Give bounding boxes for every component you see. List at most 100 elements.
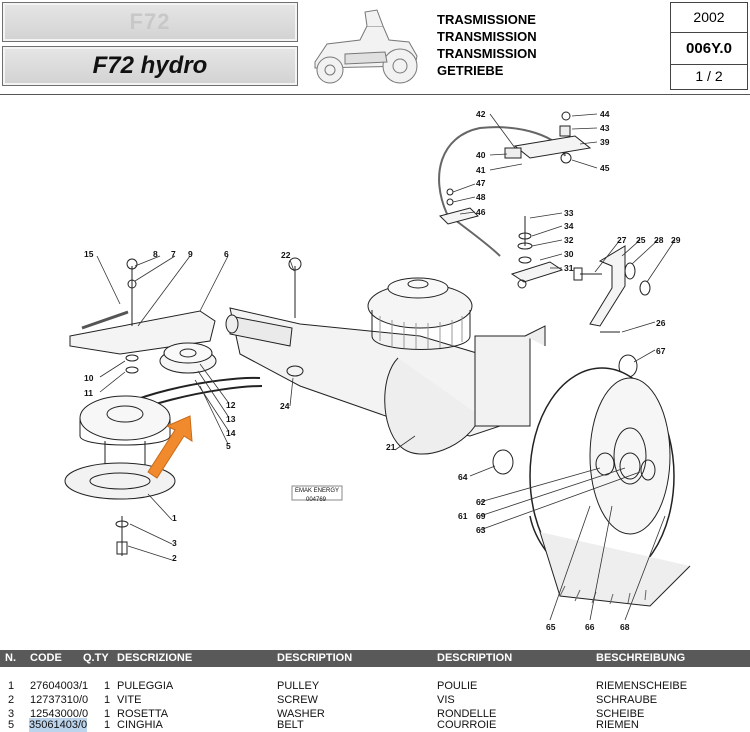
callout-5: 5	[226, 441, 231, 451]
row-3-number: 3	[8, 708, 15, 720]
model-name-grey: F72	[2, 2, 298, 42]
row-2-qty: 1	[104, 694, 111, 706]
callout-14: 14	[226, 428, 236, 438]
callout-1: 1	[172, 513, 177, 523]
callout-10: 10	[84, 373, 94, 383]
callout-25: 25	[636, 235, 646, 245]
callout-45: 45	[600, 163, 610, 173]
callout-22: 22	[281, 250, 291, 260]
parts-table-header	[0, 650, 750, 667]
row-1-beschreibung: RIEMENSCHEIBE	[596, 680, 688, 692]
row-3-description-en: WASHER	[277, 708, 325, 720]
row-3-qty: 1	[104, 708, 111, 720]
row-3-description-fr: RONDELLE	[437, 708, 497, 720]
arrow-icon	[147, 415, 193, 479]
row-3-code[interactable]: 12543000/0	[30, 708, 89, 720]
page-number: 1 / 2	[695, 68, 723, 84]
title-it: TRASMISSIONE	[437, 12, 536, 27]
model-name-main: F72 hydro	[2, 46, 298, 86]
callout-7: 7	[171, 249, 176, 259]
callout-2: 2	[172, 553, 177, 563]
title-en: TRANSMISSION	[437, 29, 537, 44]
header-divider	[0, 94, 750, 95]
callout-9: 9	[188, 249, 193, 259]
callout-11: 11	[84, 388, 93, 398]
callout-21: 21	[386, 442, 396, 452]
callout-3: 3	[172, 538, 177, 548]
callout-13: 13	[226, 414, 236, 424]
callout-47: 47	[476, 178, 486, 188]
callout-62: 62	[476, 497, 486, 507]
callout-15: 15	[84, 249, 94, 259]
callout-6: 6	[224, 249, 229, 259]
title-de: GETRIEBE	[437, 63, 504, 78]
row-4-code[interactable]: 35061403/0	[29, 718, 88, 732]
callout-27: 27	[617, 235, 627, 245]
row-2-beschreibung: SCHRAUBE	[596, 694, 658, 706]
row-4-qty: 1	[104, 719, 111, 731]
document-code: 006Y.0	[671, 32, 747, 65]
col-qty: Q.TY	[83, 652, 109, 664]
row-1-number: 1	[8, 680, 15, 692]
row-1-description-en: PULLEY	[277, 680, 320, 692]
row-4-number: 5	[8, 719, 15, 731]
year: 2002	[693, 9, 725, 25]
section-titles: TRASMISSIONE TRANSMISSION TRANSMISSION G…	[437, 11, 537, 79]
callout-61: 61	[458, 511, 468, 521]
callout-64: 64	[458, 472, 468, 482]
callout-39: 39	[600, 137, 610, 147]
model-name-grey-text: F72	[129, 9, 171, 34]
callout-67: 67	[656, 346, 666, 356]
callout-42: 42	[476, 109, 486, 119]
callout-66: 66	[585, 622, 595, 632]
row-4-descrizione: CINGHIA	[117, 719, 163, 731]
stamp-code: 004769	[306, 497, 327, 503]
row-2-description-fr: VIS	[437, 694, 455, 706]
row-2-code[interactable]: 12737310/0	[30, 694, 89, 706]
callout-31: 31	[564, 263, 574, 273]
row-3-descrizione: ROSETTA	[117, 708, 169, 720]
row-4-beschreibung: RIEMEN	[596, 719, 639, 731]
col-number: N.	[5, 652, 16, 664]
callout-63: 63	[476, 525, 486, 535]
col-description-en: DESCRIPTION	[277, 652, 353, 664]
row-2-description-en: SCREW	[277, 694, 318, 706]
callout-69: 69	[476, 511, 486, 521]
stamp-brand: EMAK ENERGY	[295, 488, 340, 494]
row-1-code[interactable]: 27604003/1	[30, 680, 89, 692]
callout-26: 26	[656, 318, 666, 328]
row-4-description-en: BELT	[277, 719, 304, 731]
callout-30: 30	[564, 249, 574, 259]
col-description-fr: DESCRIPTION	[437, 652, 513, 664]
col-beschreibung: BESCHREIBUNG	[596, 652, 686, 664]
model-name-main-text: F72 hydro	[92, 52, 208, 79]
row-1-qty: 1	[104, 680, 111, 692]
col-code: CODE	[30, 652, 62, 664]
col-descrizione: DESCRIZIONE	[117, 652, 193, 664]
row-1-descrizione: PULEGGIA	[117, 680, 174, 692]
callout-40: 40	[476, 150, 486, 160]
row-3-beschreibung: SCHEIBE	[596, 708, 645, 720]
title-fr: TRANSMISSION	[437, 46, 537, 61]
callout-41: 41	[476, 165, 486, 175]
callout-68: 68	[620, 622, 630, 632]
row-4-description-fr: COURROIE	[437, 719, 497, 731]
row-2-number: 2	[8, 694, 15, 706]
callout-34: 34	[564, 221, 574, 231]
callout-33: 33	[564, 208, 574, 218]
exploded-diagram	[64, 111, 691, 621]
row-2-descrizione: VITE	[117, 694, 142, 706]
tractor-icon	[314, 9, 418, 84]
callout-32: 32	[564, 235, 574, 245]
document-code-box: 2002 006Y.0 1 / 2	[670, 2, 748, 90]
callout-46: 46	[476, 207, 486, 217]
callout-24: 24	[280, 401, 290, 411]
callout-44: 44	[600, 109, 610, 119]
callout-43: 43	[600, 123, 610, 133]
row-1-description-fr: POULIE	[437, 680, 478, 692]
callout-29: 29	[671, 235, 681, 245]
callout-48: 48	[476, 192, 486, 202]
callout-28: 28	[654, 235, 664, 245]
callout-8: 8	[153, 249, 158, 259]
callout-65: 65	[546, 622, 556, 632]
